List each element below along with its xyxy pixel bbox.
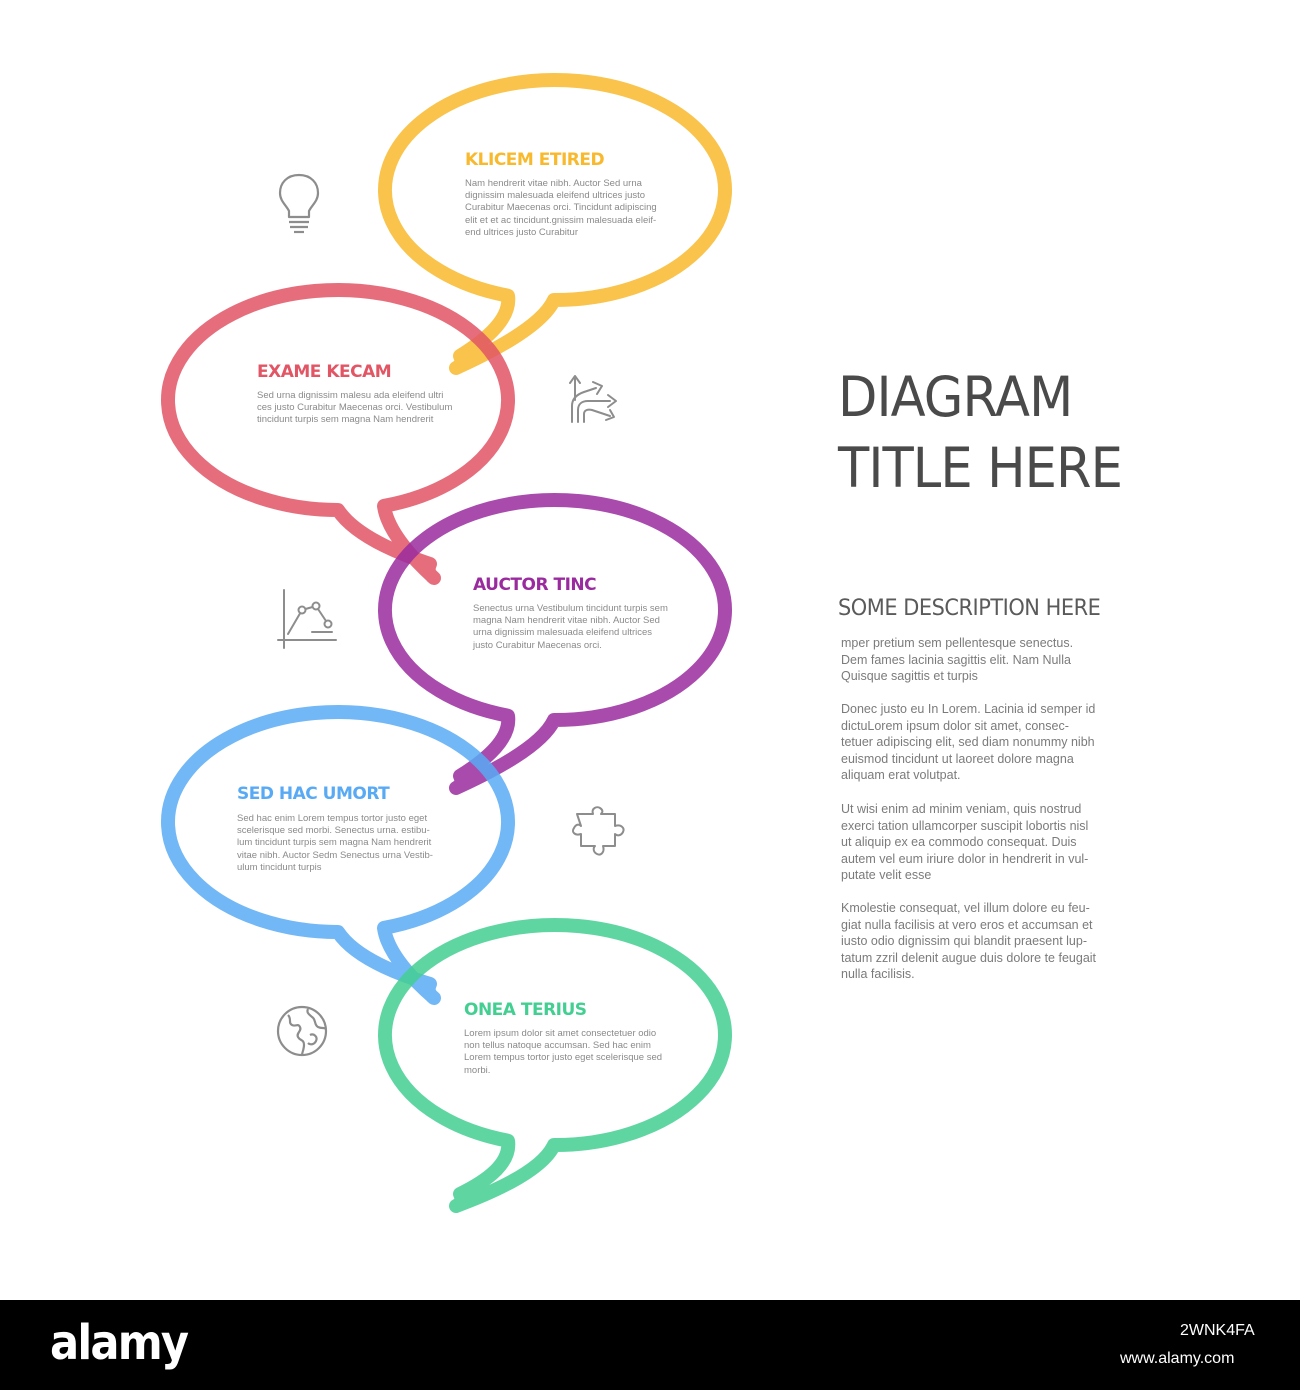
step-2-title: EXAME KECAM: [257, 362, 392, 382]
description-paragraph-4: Kmolestie consequat, vel illum dolore eu…: [841, 901, 1097, 982]
step-3-text: Senectus urna Vestibulum tincidunt turpi…: [473, 603, 668, 651]
lightbulb-icon: [278, 173, 320, 234]
arrows-split-icon: [569, 375, 617, 423]
line-chart-icon: [277, 589, 337, 649]
step-1-text: Nam hendrerit vitae nibh. Auctor Sed urn…: [465, 178, 657, 238]
brand-logo: alamy: [50, 1315, 189, 1371]
diagram-title: DIAGRAM TITLE HERE: [838, 365, 1123, 500]
speech-bubbles: [161, 73, 733, 1213]
infographic-canvas: KLICEM ETIRED Nam hendrerit vitae nibh. …: [161, 73, 1123, 1213]
bubble-outline-1: [378, 73, 732, 375]
step-3-title: AUCTOR TINC: [473, 575, 597, 595]
globe-icon: [276, 1005, 328, 1057]
step-1-title: KLICEM ETIRED: [465, 150, 605, 170]
description-paragraph-3: Ut wisi enim ad minim veniam, quis nostr…: [841, 802, 1089, 883]
watermark-footer: [0, 1300, 1300, 1390]
description-heading: SOME DESCRIPTION HERE: [838, 596, 1101, 621]
bubble-outline-5: [378, 918, 733, 1213]
image-id: 2WNK4FA: [1180, 1322, 1255, 1339]
puzzle-icon: [571, 806, 625, 856]
bubble-outline-4: [161, 705, 515, 1005]
step-2-text: Sed urna dignissim malesu ada eleifend u…: [257, 390, 453, 426]
description-paragraph-2: Donec justo eu In Lorem. Lacinia id semp…: [841, 702, 1096, 783]
step-4-text: Sed hac enim Lorem tempus tortor justo e…: [237, 813, 433, 873]
bubble-outline-3: [378, 493, 732, 795]
step-5-title: ONEA TERIUS: [464, 1000, 587, 1020]
step-5-text: Lorem ipsum dolor sit amet consectetuer …: [464, 1028, 663, 1076]
bubble-outline-2: [161, 283, 515, 585]
site-url: www.alamy.com: [1120, 1350, 1235, 1367]
description-paragraph-1: mper pretium sem pellentesque senectus. …: [841, 636, 1074, 684]
step-4-title: SED HAC UMORT: [237, 784, 390, 804]
